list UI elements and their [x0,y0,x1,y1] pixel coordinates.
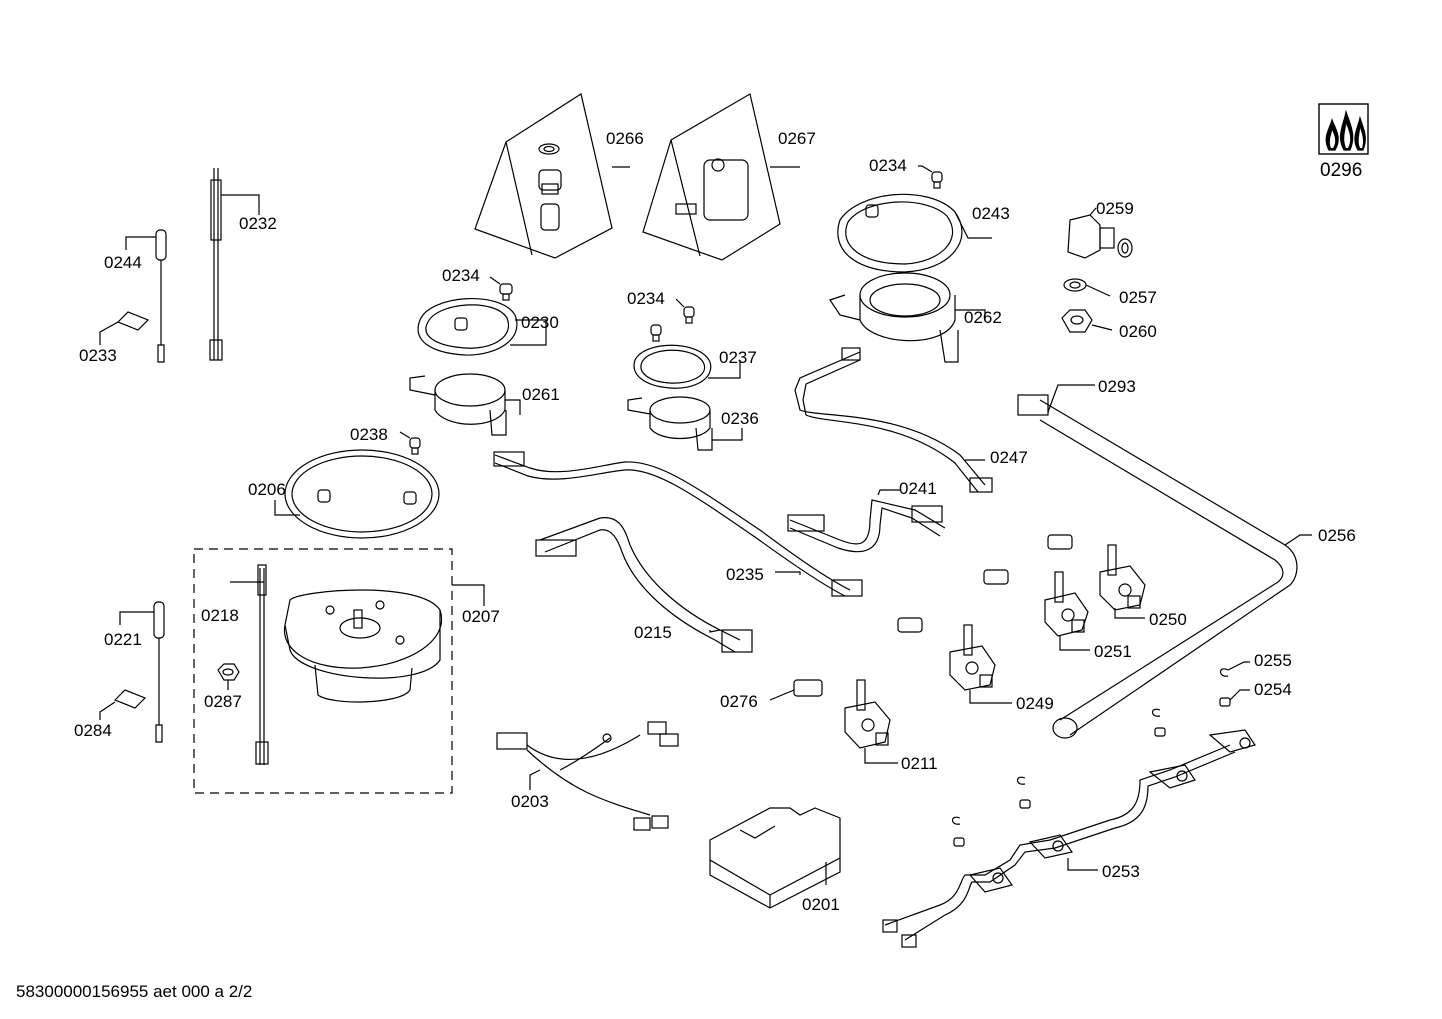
wiring-0203 [496,721,679,831]
burner-body-0261 [409,373,521,436]
gasket-0243 [837,193,992,273]
valve-kit-bag [642,93,800,261]
gas-tap-0211 [844,679,898,764]
pipe-0235 [493,451,863,597]
part-label-0284[interactable]: 0284 [74,721,112,740]
thermocouple-0232 [209,168,260,361]
screw-0234-mid [650,298,695,342]
screw-0234-left [489,276,513,301]
part-label-0249[interactable]: 0249 [1016,694,1054,713]
part-label-0293[interactable]: 0293 [1098,377,1136,396]
part-label-0237[interactable]: 0237 [719,348,757,367]
gas-tap-0251 [1044,571,1090,651]
part-label-0234[interactable]: 0234 [869,156,907,175]
elbow-fitting-0259 [1067,207,1133,259]
part-label-0233[interactable]: 0233 [79,346,117,365]
part-label-0221[interactable]: 0221 [104,630,142,649]
ignition-harness-0253 [882,729,1256,948]
part-label-0235[interactable]: 0235 [726,565,764,584]
part-label-0259[interactable]: 0259 [1096,199,1134,218]
screw-0238 [399,431,421,455]
part-label-0250[interactable]: 0250 [1149,610,1187,629]
gasket-0230 [417,298,547,356]
gas-tap-0250 [1099,544,1146,619]
part-label-0206[interactable]: 0206 [248,480,286,499]
part-label-0207[interactable]: 0207 [462,607,500,626]
part-label-0232[interactable]: 0232 [239,214,277,233]
part-label-0238[interactable]: 0238 [350,425,388,444]
circlips [951,661,1250,847]
document-id-footer: 58300000156955 aet 000 a 2/2 [16,982,253,1001]
gasket-0237 [633,344,741,389]
washer-0257 [1063,278,1111,297]
part-label-0230[interactable]: 0230 [521,313,559,332]
control-box-0201 [709,807,841,909]
nut-0287 [217,663,240,690]
burner-assembly-box-0207 [193,548,485,794]
part-label-0256[interactable]: 0256 [1318,526,1356,545]
part-label-0203[interactable]: 0203 [511,792,549,811]
pipe-0293-0256 [1017,384,1312,739]
part-label-0262[interactable]: 0262 [964,308,1002,327]
part-label-0234[interactable]: 0234 [627,289,665,308]
ring-0206 [274,449,440,539]
part-label-0296[interactable]: 0296 [1320,160,1363,181]
pipe-0241 [787,489,946,553]
part-label-0247[interactable]: 0247 [990,448,1028,467]
spark-plug-0221 [119,601,165,743]
screw-0234-top [918,165,943,189]
part-label-0287[interactable]: 0287 [204,692,242,711]
part-label-0215[interactable]: 0215 [634,623,672,642]
part-label-0261[interactable]: 0261 [522,385,560,404]
part-label-0251[interactable]: 0251 [1094,642,1132,661]
part-label-0241[interactable]: 0241 [899,479,937,498]
part-label-0234[interactable]: 0234 [442,266,480,285]
part-label-0267[interactable]: 0267 [778,129,816,148]
part-label-0236[interactable]: 0236 [721,409,759,428]
flame-icon [1318,103,1369,155]
part-label-0257[interactable]: 0257 [1119,288,1157,307]
part-label-0254[interactable]: 0254 [1254,680,1292,699]
valve-screws [769,534,1073,701]
pipe-0215 [535,517,753,653]
part-label-0218[interactable]: 0218 [201,606,239,625]
part-label-0260[interactable]: 0260 [1119,322,1157,341]
clip-0284 [99,689,147,720]
burner-body-0262 [829,272,986,363]
part-label-0211[interactable]: 0211 [901,754,938,773]
nozzle-kit-bag [474,93,630,259]
part-label-0276[interactable]: 0276 [720,692,758,711]
spark-plug-0244 [125,229,167,363]
part-label-0243[interactable]: 0243 [972,204,1010,223]
part-label-0201[interactable]: 0201 [802,895,840,914]
part-label-0255[interactable]: 0255 [1254,651,1292,670]
gas-tap-0249 [949,624,1012,704]
clip-0233 [99,311,150,345]
part-label-0253[interactable]: 0253 [1102,862,1140,881]
burner-body-0236 [627,396,743,451]
pipe-0247 [794,347,993,493]
nut-0260 [1061,309,1113,333]
part-label-0244[interactable]: 0244 [104,253,142,272]
part-label-0266[interactable]: 0266 [606,129,644,148]
